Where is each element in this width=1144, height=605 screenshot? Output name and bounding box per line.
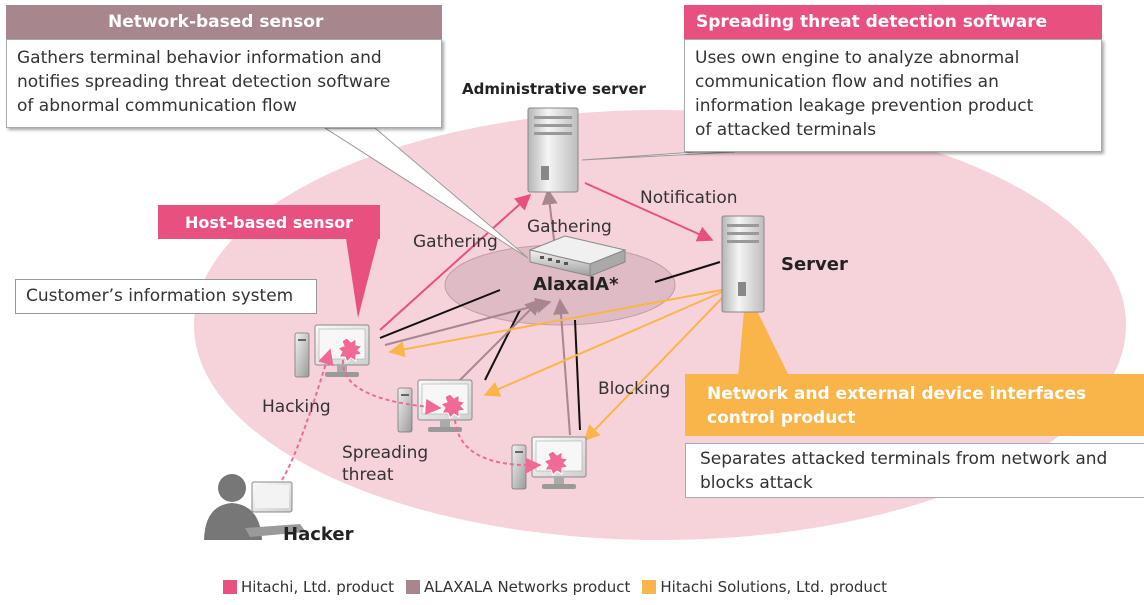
network-link-terminal1 [379, 289, 501, 339]
arrow-blocking-terminal1 [388, 289, 723, 358]
legend-swatch [405, 580, 420, 594]
arrow-spreading-2 [454, 419, 542, 474]
network-link-terminal3 [574, 319, 581, 431]
arrow-gathering-host [379, 193, 532, 331]
control-product-title-line: control product [707, 408, 856, 428]
legend-item: Hitachi Solutions, Ltd. product [642, 578, 887, 596]
blocking-label: Blocking [598, 379, 671, 399]
threat-burst-icon [543, 450, 570, 476]
gathering-center-label: Gathering [527, 217, 612, 237]
arrow-blocking-terminal3 [583, 294, 726, 442]
control-product-title: Network and external device interfaces c… [685, 374, 1144, 436]
threat-burst-icon [440, 393, 467, 419]
customer-system-text: Customer’s information system [26, 286, 294, 306]
arrow-gathering-terminal3 [553, 298, 571, 436]
network-sensor-title: Network-based sensor [6, 5, 442, 39]
legend-swatch [223, 580, 237, 594]
customer-system-label: Customer’s information system [15, 279, 317, 314]
threat-software-title-text: Spreading threat detection software [696, 12, 1048, 32]
admin-server-label: Administrative server [462, 80, 646, 98]
threat-software-line: of attacked terminals [695, 120, 877, 140]
network-sensor-description: Gathers terminal behavior information an… [6, 39, 442, 128]
control-product-title-line: Network and external device interfaces [707, 384, 1087, 404]
arrow-hacking [281, 348, 334, 481]
admin-server-icon [527, 107, 579, 193]
legend-label: ALAXALA Networks product [423, 578, 631, 596]
arrow-spreading-1 [341, 359, 442, 415]
network-sensor-line: of abnormal communication flow [17, 96, 297, 116]
threat-software-line: Uses own engine to analyze abnormal [695, 48, 1020, 68]
network-sensor-title-text: Network-based sensor [108, 12, 324, 32]
threat-software-line: communication flow and notifies an [695, 72, 999, 92]
gathering-left-label: Gathering [413, 232, 498, 252]
notification-label: Notification [640, 188, 738, 208]
spreading-label-line: threat [342, 465, 394, 485]
network-sensor-pointer [323, 127, 529, 259]
threat-software-line: information leakage prevention product [695, 96, 1034, 116]
arrow-gathering-terminal1 [384, 297, 552, 346]
hacker-label: Hacker [283, 524, 354, 545]
hacking-label: Hacking [262, 397, 331, 417]
threat-software-title: Spreading threat detection software [684, 5, 1102, 39]
server-icon [721, 215, 765, 313]
alaxala-switch-icon [528, 235, 627, 277]
server-label: Server [781, 254, 848, 275]
network-sensor-line: Gathers terminal behavior information an… [17, 48, 382, 68]
host-sensor-pointer [345, 232, 380, 318]
threat-burst-icon [337, 337, 364, 363]
legend-label: Hitachi Solutions, Ltd. product [660, 578, 888, 596]
network-link-terminal2 [484, 309, 521, 381]
legend-label: Hitachi, Ltd. product [241, 578, 394, 596]
legend-swatch [642, 580, 657, 594]
legend-item: ALAXALA Networks product [405, 578, 631, 596]
spreading-label: Spreading threat [342, 442, 428, 486]
arrow-blocking-terminal2 [483, 291, 723, 397]
spreading-label-line: Spreading [342, 443, 429, 463]
alaxala-label: AlaxalA* [533, 274, 619, 295]
network-link-server [654, 261, 721, 283]
legend-item: Hitachi, Ltd. product [223, 578, 394, 596]
control-product-line: Separates attacked terminals from networ… [700, 449, 1108, 469]
legend: Hitachi, Ltd. product ALAXALA Networks p… [223, 578, 899, 596]
arrow-notification [584, 182, 714, 242]
arrow-gathering-switch [541, 188, 558, 249]
threat-software-pointer [581, 151, 736, 161]
host-sensor-tag: Host-based sensor [158, 205, 380, 239]
network-sensor-line: notifies spreading threat detection soft… [17, 72, 391, 92]
host-sensor-title: Host-based sensor [184, 212, 353, 232]
control-product-description: Separates attacked terminals from networ… [685, 443, 1144, 498]
arrow-gathering-terminal2 [459, 298, 542, 381]
control-product-line: blocks attack [700, 473, 813, 493]
threat-software-description: Uses own engine to analyze abnormal comm… [684, 39, 1102, 152]
hacker-icon [204, 474, 306, 540]
